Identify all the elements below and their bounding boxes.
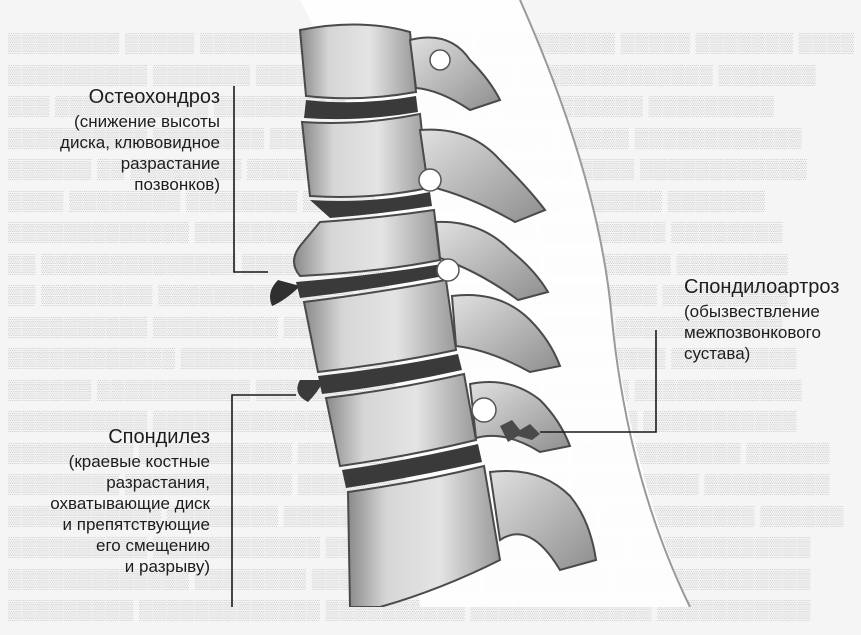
label-spondyloarthrosis-description: (обызвествление межпозвонкового сустава) — [684, 301, 861, 364]
label-spondylosis-title: Спондилез — [0, 424, 210, 451]
label-osteochondrosis-title: Остеохондроз — [20, 84, 220, 111]
label-spondyloarthrosis: Спондилоартроз (обызвествление межпозвон… — [684, 274, 861, 364]
leader-osteochondrosis — [234, 86, 268, 272]
label-spondylosis-description: (краевые костные разрастания, охватывающ… — [0, 451, 210, 577]
label-spondylosis: Спондилез (краевые костные разрастания, … — [0, 424, 210, 577]
label-osteochondrosis: Остеохондроз (снижение высоты диска, клю… — [20, 84, 220, 195]
label-osteochondrosis-description: (снижение высоты диска, клювовидное разр… — [20, 111, 220, 195]
osteophyte-beak — [270, 280, 300, 306]
spondylosis-bridge — [297, 380, 324, 402]
label-spondyloarthrosis-title: Спондилоартроз — [684, 274, 861, 301]
leader-spondylosis — [232, 395, 296, 607]
